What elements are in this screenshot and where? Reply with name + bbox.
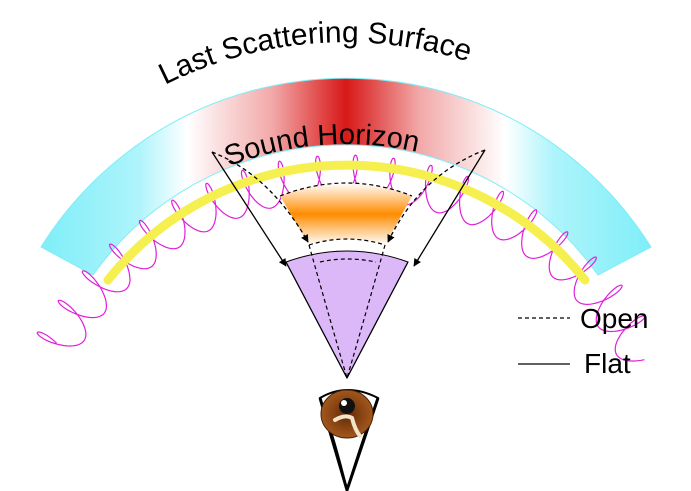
oscillation-curve: [36, 154, 646, 362]
legend: Open Flat: [518, 303, 649, 379]
sound-horizon-arc: [103, 160, 590, 285]
open-wedge-top-dashed: [319, 258, 377, 263]
flat-ray-right: [413, 149, 486, 267]
last-scattering-band: [40, 77, 652, 276]
flat-edge-right: [346, 261, 409, 379]
open-wedge-inner-outline: [308, 238, 386, 246]
flat-wedge: [285, 250, 409, 380]
open-ray-right: [387, 149, 486, 243]
open-path-right: [346, 244, 386, 379]
flat-edge-left: [285, 261, 348, 379]
open-ray-left: [211, 151, 309, 243]
legend-open-label: Open: [580, 303, 649, 334]
open-wedge: [280, 183, 412, 245]
eye-icon: [318, 389, 380, 491]
open-path-left: [308, 244, 348, 379]
open-wedge-outline: [279, 182, 413, 197]
legend-flat-label: Flat: [584, 348, 631, 379]
flat-ray-left: [211, 151, 287, 267]
